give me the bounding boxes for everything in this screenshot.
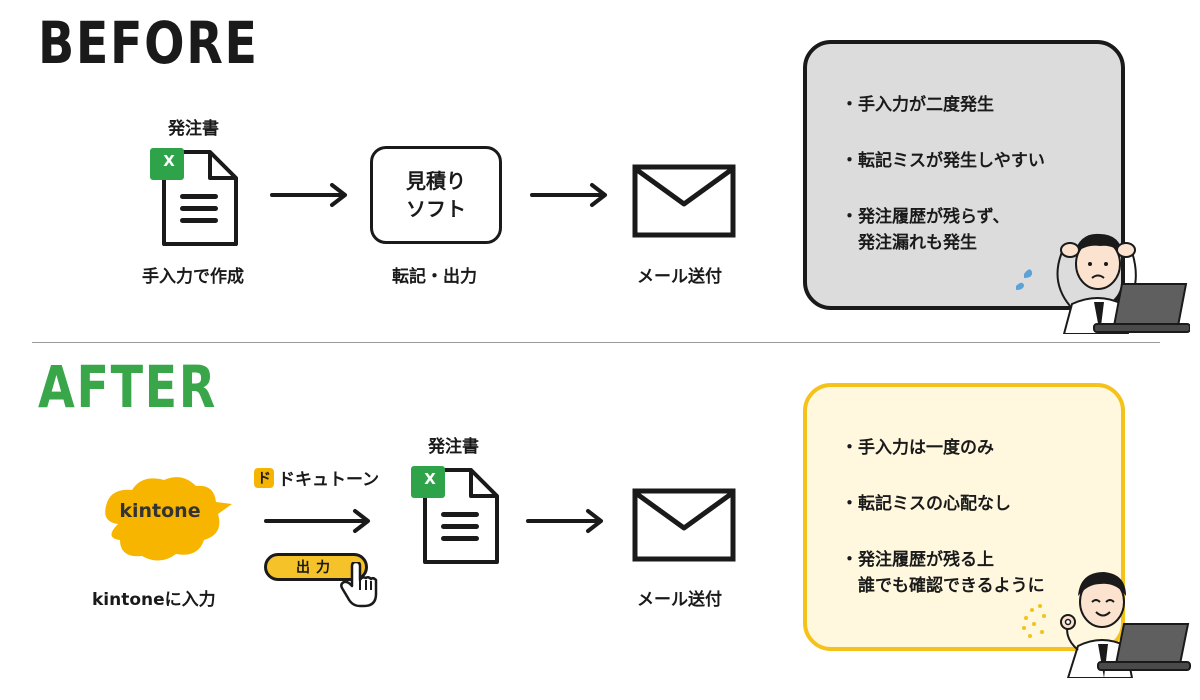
happy-person-illustration bbox=[1022, 572, 1191, 678]
note-item: ・転記ミスの心配なし bbox=[841, 494, 1011, 514]
worried-person-illustration bbox=[1016, 233, 1190, 334]
arrow-right-icon bbox=[264, 509, 370, 533]
envelope-icon bbox=[632, 164, 736, 238]
note-item: 誰でも確認できるように bbox=[858, 576, 1045, 596]
note-item: ・転記ミスが発生しやすい bbox=[841, 151, 1045, 171]
estimate-software-box: 見積り ソフト bbox=[370, 146, 502, 244]
after-excel-badge: X bbox=[424, 470, 436, 488]
dokuton-name: ドキュトーン bbox=[278, 470, 380, 490]
note-item: ・発注履歴が残る上 bbox=[841, 550, 994, 570]
before-step2-label: 転記・出力 bbox=[392, 267, 477, 287]
note-item: ・手入力は一度のみ bbox=[841, 438, 994, 458]
envelope-icon bbox=[632, 488, 736, 562]
after-doc-title: 発注書 bbox=[428, 437, 479, 457]
dokuton-label: ド ドキュトーン bbox=[254, 465, 379, 490]
note-item: ・手入力が二度発生 bbox=[841, 95, 994, 115]
arrow-right-icon bbox=[270, 183, 347, 207]
kintone-logo-icon bbox=[105, 477, 232, 561]
excel-document-icon bbox=[411, 466, 499, 564]
output-button[interactable]: 出力 bbox=[264, 553, 368, 581]
note-item: 発注漏れも発生 bbox=[858, 233, 977, 253]
section-divider bbox=[32, 342, 1160, 343]
arrow-right-icon bbox=[530, 183, 607, 207]
before-problems-note: ・手入力が二度発生 ・転記ミスが発生しやすい ・発注履歴が残らず、 発注漏れも発… bbox=[803, 40, 1125, 310]
before-doc-title: 発注書 bbox=[168, 119, 219, 139]
soft-line2: ソフト bbox=[406, 197, 466, 221]
after-heading: AFTER bbox=[38, 353, 218, 421]
kintone-logo-text: kintone bbox=[119, 500, 201, 522]
excel-document-icon bbox=[150, 148, 238, 246]
dokuton-mark-icon: ド bbox=[254, 467, 274, 488]
after-step1-label: kintoneに入力 bbox=[92, 590, 216, 610]
pointer-hand-icon bbox=[340, 562, 378, 608]
soft-line1: 見積り bbox=[406, 169, 466, 193]
arrow-right-icon bbox=[526, 509, 603, 533]
before-step3-label: メール送付 bbox=[637, 267, 722, 287]
before-step1-label: 手入力で作成 bbox=[142, 267, 244, 287]
after-benefits-note: ・手入力は一度のみ ・転記ミスの心配なし ・発注履歴が残る上 誰でも確認できるよ… bbox=[803, 383, 1125, 651]
before-excel-badge: X bbox=[163, 152, 175, 170]
after-step3-label: メール送付 bbox=[637, 590, 722, 610]
before-heading: BEFORE bbox=[38, 9, 259, 77]
note-item: ・発注履歴が残らず、 bbox=[841, 207, 1010, 227]
